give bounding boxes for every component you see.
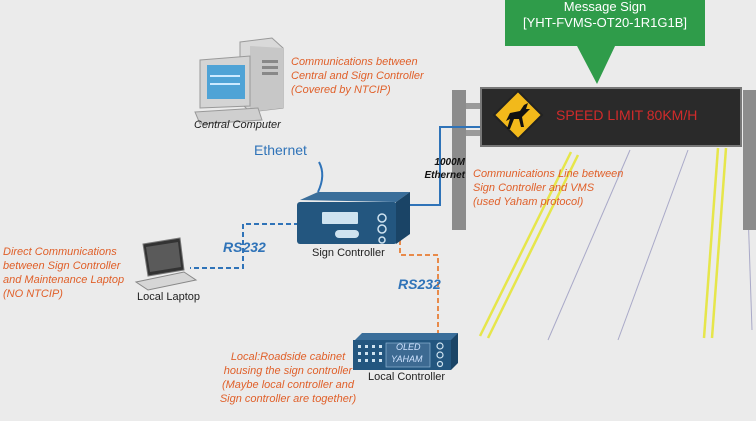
message-sign-callout: Message Sign [YHT-FVMS-OT20-1R1G1B] — [505, 0, 705, 46]
local-laptop-label: Local Laptop — [137, 291, 200, 303]
ethernet-1000m-line: 1000M — [434, 157, 465, 168]
note-line: Central and Sign Controller — [291, 70, 424, 82]
note-line: Communications Line between — [473, 168, 624, 180]
rs232-left-label: RS232 — [223, 239, 266, 255]
note-line: (used Yaham protocol) — [473, 196, 584, 208]
rs232-bottom-label: RS232 — [398, 276, 441, 292]
note-line: housing the sign controller — [223, 365, 353, 377]
sign-controller-label: Sign Controller — [312, 247, 385, 259]
note-line: Direct Communications — [3, 246, 117, 258]
local-controller-label: Local Controller — [368, 371, 446, 383]
note-line: Communications between — [291, 56, 418, 68]
road-lines — [478, 147, 753, 341]
note-line: and Maintenance Laptop — [3, 274, 125, 286]
sign-message: SPEED LIMIT 80KM/H — [556, 107, 698, 123]
central-computer-icon — [194, 37, 284, 125]
panel-oled-label: OLED — [396, 342, 421, 352]
ethernet-1000m-line: Ethernet — [424, 170, 465, 181]
message-sign-board: SPEED LIMIT 80KM/H — [480, 87, 742, 147]
sign-controller-icon — [297, 192, 410, 244]
note-line: Sign Controller and VMS — [473, 182, 595, 194]
rs232-local-link — [399, 232, 439, 335]
note-line: Sign controller are together) — [219, 393, 357, 405]
central-computer-label: Central Computer — [194, 119, 281, 131]
note-line: (Maybe local controller and — [221, 379, 355, 391]
callout-model: [YHT-FVMS-OT20-1R1G1B] — [523, 15, 687, 30]
note-line: between Sign Controller — [3, 260, 121, 272]
ethernet-links — [317, 126, 482, 206]
panel-yaham-label: YAHAM — [391, 354, 423, 364]
note-laptop-communications: Direct Communications between Sign Contr… — [3, 245, 124, 301]
sign-gantry — [452, 90, 756, 230]
laptop-icon — [134, 237, 198, 291]
note-vms-communications: Communications Line between Sign Control… — [473, 167, 623, 209]
ethernet-1000m-label: 1000M Ethernet — [417, 156, 465, 182]
callout-pointer — [576, 44, 616, 84]
rs232-laptop-link — [190, 223, 299, 269]
note-line: (NO NTCIP) — [3, 288, 63, 300]
ethernet-label: Ethernet — [254, 142, 307, 158]
note-roadside-cabinet: Local:Roadside cabinet housing the sign … — [208, 350, 368, 406]
deer-crossing-icon — [492, 89, 544, 141]
note-line: (Covered by NTCIP) — [291, 84, 391, 96]
note-central-communications: Communications between Central and Sign … — [291, 55, 424, 97]
local-controller-icon — [353, 333, 458, 370]
callout-title: Message Sign — [563, 0, 647, 14]
note-line: Local:Roadside cabinet — [230, 351, 346, 363]
